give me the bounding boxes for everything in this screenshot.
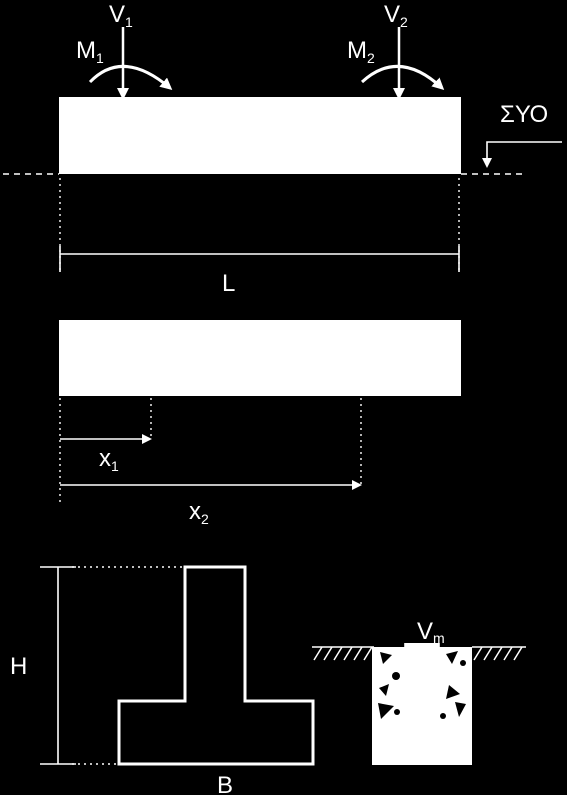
column <box>405 643 439 727</box>
m1-label: M1 <box>76 37 104 66</box>
m2-moment-arrow <box>360 65 445 91</box>
x2-label: x2 <box>189 498 209 527</box>
level-label: ΣΥΟ <box>500 101 548 128</box>
socket-fill-left <box>372 647 405 727</box>
v2-label: V2 <box>384 1 408 30</box>
v1-label: V1 <box>109 1 133 30</box>
m1-moment-arrow <box>88 65 173 90</box>
length-label: L <box>222 270 235 297</box>
x1-label: x1 <box>99 445 119 474</box>
ground-hatch-right <box>472 646 526 661</box>
footing-base <box>372 725 472 765</box>
ground-hatch-left <box>312 646 374 661</box>
height-label: H <box>10 653 27 680</box>
inverted-t-cross-section <box>117 565 315 766</box>
vm-label: Vm <box>417 618 445 646</box>
top-beam <box>59 97 461 174</box>
level-leader-line <box>482 141 562 168</box>
m2-label: M2 <box>347 37 375 66</box>
width-label: B <box>217 772 233 795</box>
middle-beam <box>59 320 461 396</box>
aggregate-pattern <box>378 651 466 719</box>
